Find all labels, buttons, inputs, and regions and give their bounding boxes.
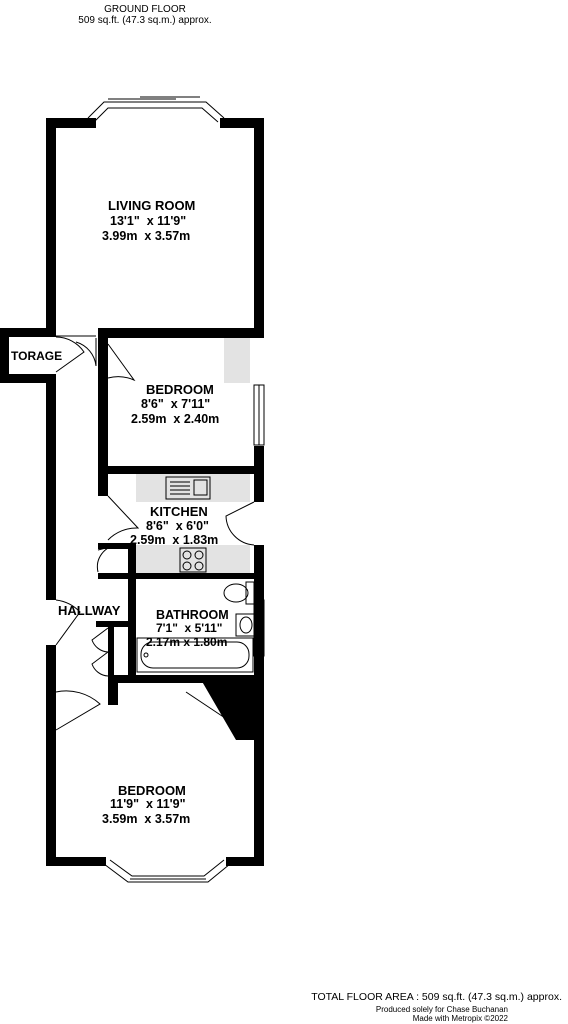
kitchen-door-left — [107, 495, 140, 541]
bedroom1-name: BEDROOM — [146, 382, 214, 397]
cupboard-door — [96, 544, 119, 573]
toilet-bowl — [223, 583, 249, 603]
kitchen-metric: 2.59m x 1.83m — [130, 533, 219, 547]
wall-bed1-left2 — [98, 376, 108, 472]
wall-bed2-bottom-left — [46, 857, 106, 866]
bedroom2-name: BEDROOM — [118, 783, 186, 798]
wall-right-upper — [254, 118, 264, 338]
bed2-door — [55, 690, 101, 731]
wall-hall-cupboard-side — [108, 627, 114, 683]
chimney-breast — [200, 678, 254, 740]
wall-right-mid — [254, 446, 264, 502]
storage-label: TORAGE — [11, 349, 63, 363]
floor-title: GROUND FLOOR — [104, 4, 186, 15]
wall-bed1-bottom — [98, 466, 264, 474]
wall-hall-cupboard-top — [96, 621, 136, 627]
bedroom-wardrobe — [224, 337, 250, 383]
wall-storage-bottom — [0, 374, 56, 383]
made-with: Made with Metropix ©2022 — [412, 1014, 508, 1023]
produced-for: Produced solely for Chase Buchanan — [375, 1005, 508, 1014]
kitchen-name: KITCHEN — [150, 504, 208, 519]
kitchen-counter-top — [136, 473, 250, 502]
bedroom1-imperial: 8'6" x 7'11" — [141, 397, 211, 411]
chimney-line — [185, 691, 247, 733]
toilet-cistern — [245, 581, 255, 605]
bedroom-bay-window — [103, 863, 231, 883]
hallway-label: HALLWAY — [58, 603, 121, 618]
wall-living-left — [46, 118, 56, 330]
wall-storage-left — [0, 328, 9, 383]
wall-bath-bottom — [108, 675, 264, 683]
kitchen-hob — [179, 547, 207, 573]
wall-right-lower — [254, 675, 264, 865]
walls — [0, 118, 264, 866]
bathroom-imperial: 7'1" x 5'11" — [156, 621, 223, 635]
fittings — [55, 96, 265, 883]
wall-kitchen-right-low — [254, 545, 264, 575]
wall-storage-right — [46, 374, 56, 600]
wall-bed2-bottom-right — [226, 857, 264, 866]
kitchen-door-right — [225, 501, 255, 546]
floor-area: 509 sq.ft. (47.3 sq.m.) approx. — [78, 15, 212, 26]
fixtures-fill — [136, 337, 250, 573]
wall-bed1-top — [98, 328, 264, 338]
bedroom2-imperial: 11'9" x 11'9" — [110, 797, 186, 811]
bedroom2-metric: 3.59m x 3.57m — [102, 812, 191, 826]
storage-door — [55, 336, 85, 373]
kitchen-sink — [165, 476, 211, 500]
hall-cupboard-door-b — [91, 651, 109, 677]
wall-living-top-left — [46, 118, 96, 128]
wall-bed2-top — [108, 675, 118, 705]
living-room-name: LIVING ROOM — [108, 198, 196, 213]
basin — [235, 613, 255, 637]
wall-living-top-right — [220, 118, 264, 128]
bathtub — [136, 637, 254, 673]
living-room-imperial: 13'1" x 11'9" — [110, 214, 187, 228]
wall-bath-left — [128, 579, 136, 681]
bedroom1-metric: 2.59m x 2.40m — [131, 412, 220, 426]
floor-header: GROUND FLOOR 509 sq.ft. (47.3 sq.m.) app… — [60, 4, 230, 26]
wall-kitchen-left-top — [98, 474, 108, 496]
kitchen-imperial: 8'6" x 6'0" — [146, 519, 209, 533]
wall-hall-left — [46, 645, 56, 865]
wall-bed1-left — [98, 338, 108, 376]
living-door — [75, 338, 97, 367]
living-bay-window — [87, 101, 225, 119]
kitchen-counter-bottom — [136, 545, 250, 573]
hall-door — [55, 599, 81, 646]
bathroom-name: BATHROOM — [156, 608, 229, 622]
bathroom-metric: 2.17m x 1.80m — [146, 635, 228, 649]
wall-kitchen-bottom — [98, 573, 264, 579]
total-floor-area: TOTAL FLOOR AREA : 509 sq.ft. (47.3 sq.m… — [311, 991, 562, 1003]
bed1-door — [107, 343, 136, 382]
living-room-metric: 3.99m x 3.57m — [102, 229, 191, 243]
hall-cupboard-door-a — [91, 627, 109, 653]
wall-cupboard-side — [128, 543, 136, 579]
wall-storage-top — [0, 328, 56, 337]
